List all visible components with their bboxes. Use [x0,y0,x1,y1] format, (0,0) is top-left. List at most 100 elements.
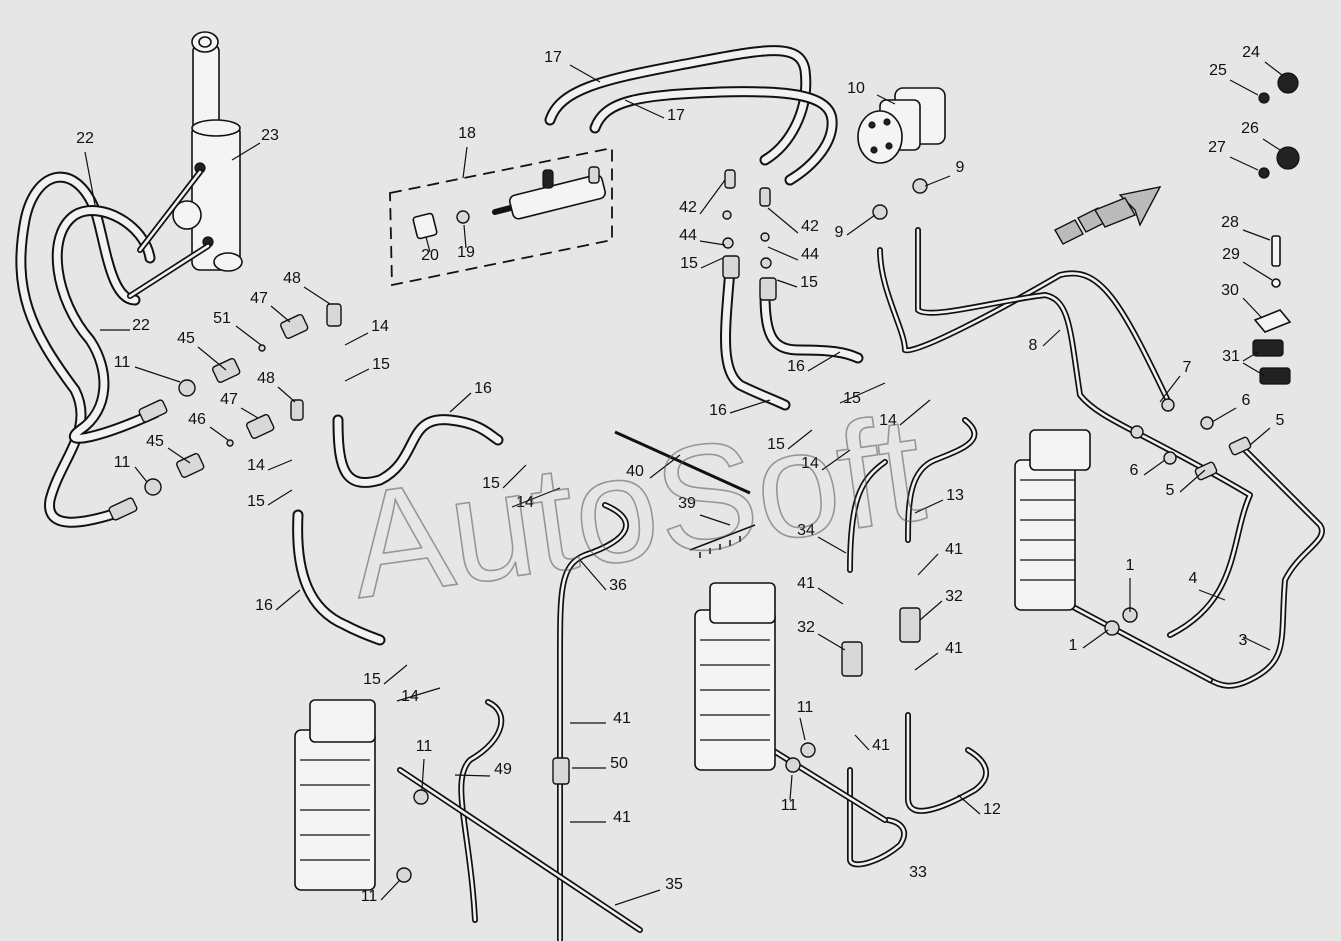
callout-6: 6 [1242,392,1251,409]
callout-15: 15 [363,671,381,688]
callout-9: 9 [956,159,965,176]
callout-15: 15 [482,475,500,492]
callout-39: 39 [678,495,696,512]
callout-42: 42 [801,218,819,235]
callout-11: 11 [114,354,131,371]
callout-32: 32 [797,619,815,636]
callout-50: 50 [610,755,628,772]
callout-16: 16 [709,402,727,419]
callout-27: 27 [1208,139,1226,156]
callout-41: 41 [945,541,963,558]
callout-11: 11 [797,699,814,716]
callout-11: 11 [781,797,798,814]
callout-23: 23 [261,127,279,144]
callout-17: 17 [544,49,562,66]
callout-15: 15 [800,274,818,291]
callout-14: 14 [801,455,819,472]
callout-14: 14 [401,688,419,705]
callout-41: 41 [797,575,815,592]
assembly-18 [389,146,613,287]
hose-16-group [292,264,864,646]
callout-16: 16 [255,597,273,614]
callout-13: 13 [946,487,964,504]
callout-19: 19 [457,244,475,261]
callout-41: 41 [613,710,631,727]
callout-1: 1 [1126,557,1135,574]
callout-35: 35 [665,876,683,893]
callout-3: 3 [1239,632,1248,649]
callout-22: 22 [76,130,94,147]
callout-40: 40 [626,463,644,480]
leader-lines [84,61,1283,906]
callout-47: 47 [250,290,268,307]
callout-44: 44 [679,227,697,244]
callout-16: 16 [474,380,492,397]
callout-30: 30 [1221,282,1239,299]
callout-5: 5 [1276,412,1285,429]
callout-33: 33 [909,864,927,881]
hydraulic-cylinder-23 [127,31,243,299]
callout-14: 14 [516,494,534,511]
small-parts-right [1252,72,1300,385]
callout-24: 24 [1242,44,1260,61]
callout-11: 11 [416,738,433,755]
callout-32: 32 [945,588,963,605]
callout-45: 45 [146,433,164,450]
fittings-left [108,303,342,521]
callout-16: 16 [787,358,805,375]
callout-12: 12 [983,801,1001,818]
callout-41: 41 [945,640,963,657]
callout-49: 49 [494,761,512,778]
callout-15: 15 [843,390,861,407]
callout-11: 11 [114,454,131,471]
callout-48: 48 [283,270,301,287]
callout-41: 41 [613,809,631,826]
callout-8: 8 [1029,337,1038,354]
callout-15: 15 [767,436,785,453]
callout-18: 18 [458,125,476,142]
callout-28: 28 [1221,214,1239,231]
callout-14: 14 [879,412,897,429]
hose-22-group [15,171,161,528]
callout-48: 48 [257,370,275,387]
callout-6: 6 [1130,462,1139,479]
pipes [397,227,1325,941]
callout-4: 4 [1189,570,1198,587]
callout-26: 26 [1241,120,1259,137]
callout-41: 41 [872,737,890,754]
callout-17: 17 [667,107,685,124]
control-valve-left [294,699,376,891]
callout-51: 51 [213,310,231,327]
callout-5: 5 [1166,482,1175,499]
callout-42: 42 [679,199,697,216]
callout-14: 14 [371,318,389,335]
callout-14: 14 [247,457,265,474]
callout-22: 22 [132,317,150,334]
callout-44: 44 [801,246,819,263]
callout-45: 45 [177,330,195,347]
callout-15: 15 [372,356,390,373]
callout-36: 36 [609,577,627,594]
callout-7: 7 [1183,359,1192,376]
callout-46: 46 [188,411,206,428]
callout-25: 25 [1209,62,1227,79]
callout-29: 29 [1222,246,1240,263]
control-valve-right [1014,429,1091,611]
callout-20: 20 [421,247,439,264]
callout-15: 15 [247,493,265,510]
callout-10: 10 [847,80,865,97]
callout-15: 15 [680,255,698,272]
callout-47: 47 [220,391,238,408]
callout-9: 9 [835,224,844,241]
callout-1: 1 [1069,637,1078,654]
hydraulic-motor-10 [857,87,946,164]
hose-17-group [544,45,838,186]
callout-34: 34 [797,522,815,539]
callout-11: 11 [361,888,378,905]
direction-arrow [1054,186,1162,245]
control-valve-center [694,582,776,771]
callout-31: 31 [1222,348,1240,365]
center-fittings [396,169,1252,883]
